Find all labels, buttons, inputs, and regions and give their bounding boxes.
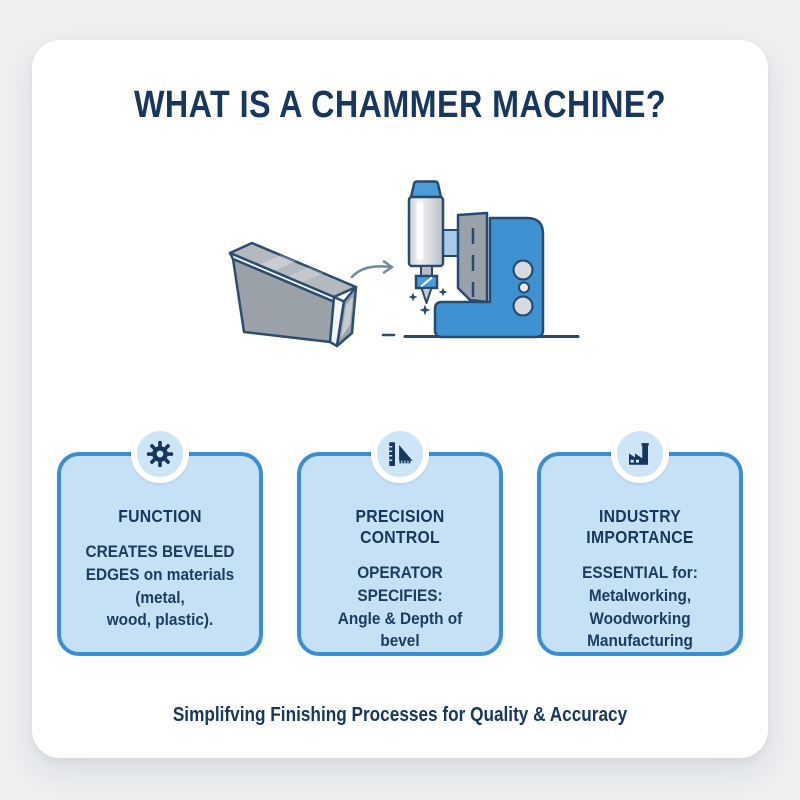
- card-precision-control: PRECISION CONTROL OPERATOR SPECIFIES: An…: [297, 425, 503, 656]
- machine-body: [433, 216, 545, 339]
- chamfer-machine-graphic: [228, 180, 580, 348]
- card-body: ESSENTIAL for: Metalworking, Woodworking…: [582, 564, 698, 651]
- card-title: PRECISION CONTROL: [355, 506, 445, 547]
- machine-button-large-bottom: [512, 295, 534, 317]
- machine-button-large-top: [512, 259, 534, 281]
- card-title: INDUSTRY IMPORTANCE: [586, 506, 694, 547]
- sparkle-icons: [408, 287, 448, 316]
- feature-cards: FUNCTION CREATES BEVELED EDGES on materi…: [57, 425, 743, 656]
- process-arrow-icon: [350, 260, 394, 279]
- infographic-panel: WHAT IS A CHAMMER MACHINE?: [32, 40, 768, 758]
- tool-tip: [420, 287, 433, 304]
- spindle-cap: [409, 180, 443, 199]
- cutting-tool: [414, 265, 439, 304]
- workpiece-bar: [228, 241, 358, 348]
- card-function: FUNCTION CREATES BEVELED EDGES on materi…: [57, 425, 263, 656]
- card-industry-importance: INDUSTRY IMPORTANCE ESSENTIAL for: Metal…: [537, 425, 743, 656]
- card-body: CREATES BEVELED EDGES on materials (meta…: [85, 543, 235, 630]
- machine-button-small: [518, 281, 530, 294]
- card-title: FUNCTION: [118, 506, 202, 526]
- set-square-icon: [371, 425, 429, 483]
- gear-icon: [131, 425, 189, 483]
- factory-icon: [611, 425, 669, 483]
- card-body: OPERATOR SPECIFIES: Angle & Depth of bev…: [337, 564, 463, 651]
- footer-tagline: Simplifving Finishing Processes for Qual…: [172, 704, 628, 726]
- spindle: [407, 180, 445, 268]
- machine-arm: [456, 211, 489, 304]
- page-title: WHAT IS A CHAMMER MACHINE?: [134, 84, 666, 126]
- machine-illustration: [180, 170, 600, 370]
